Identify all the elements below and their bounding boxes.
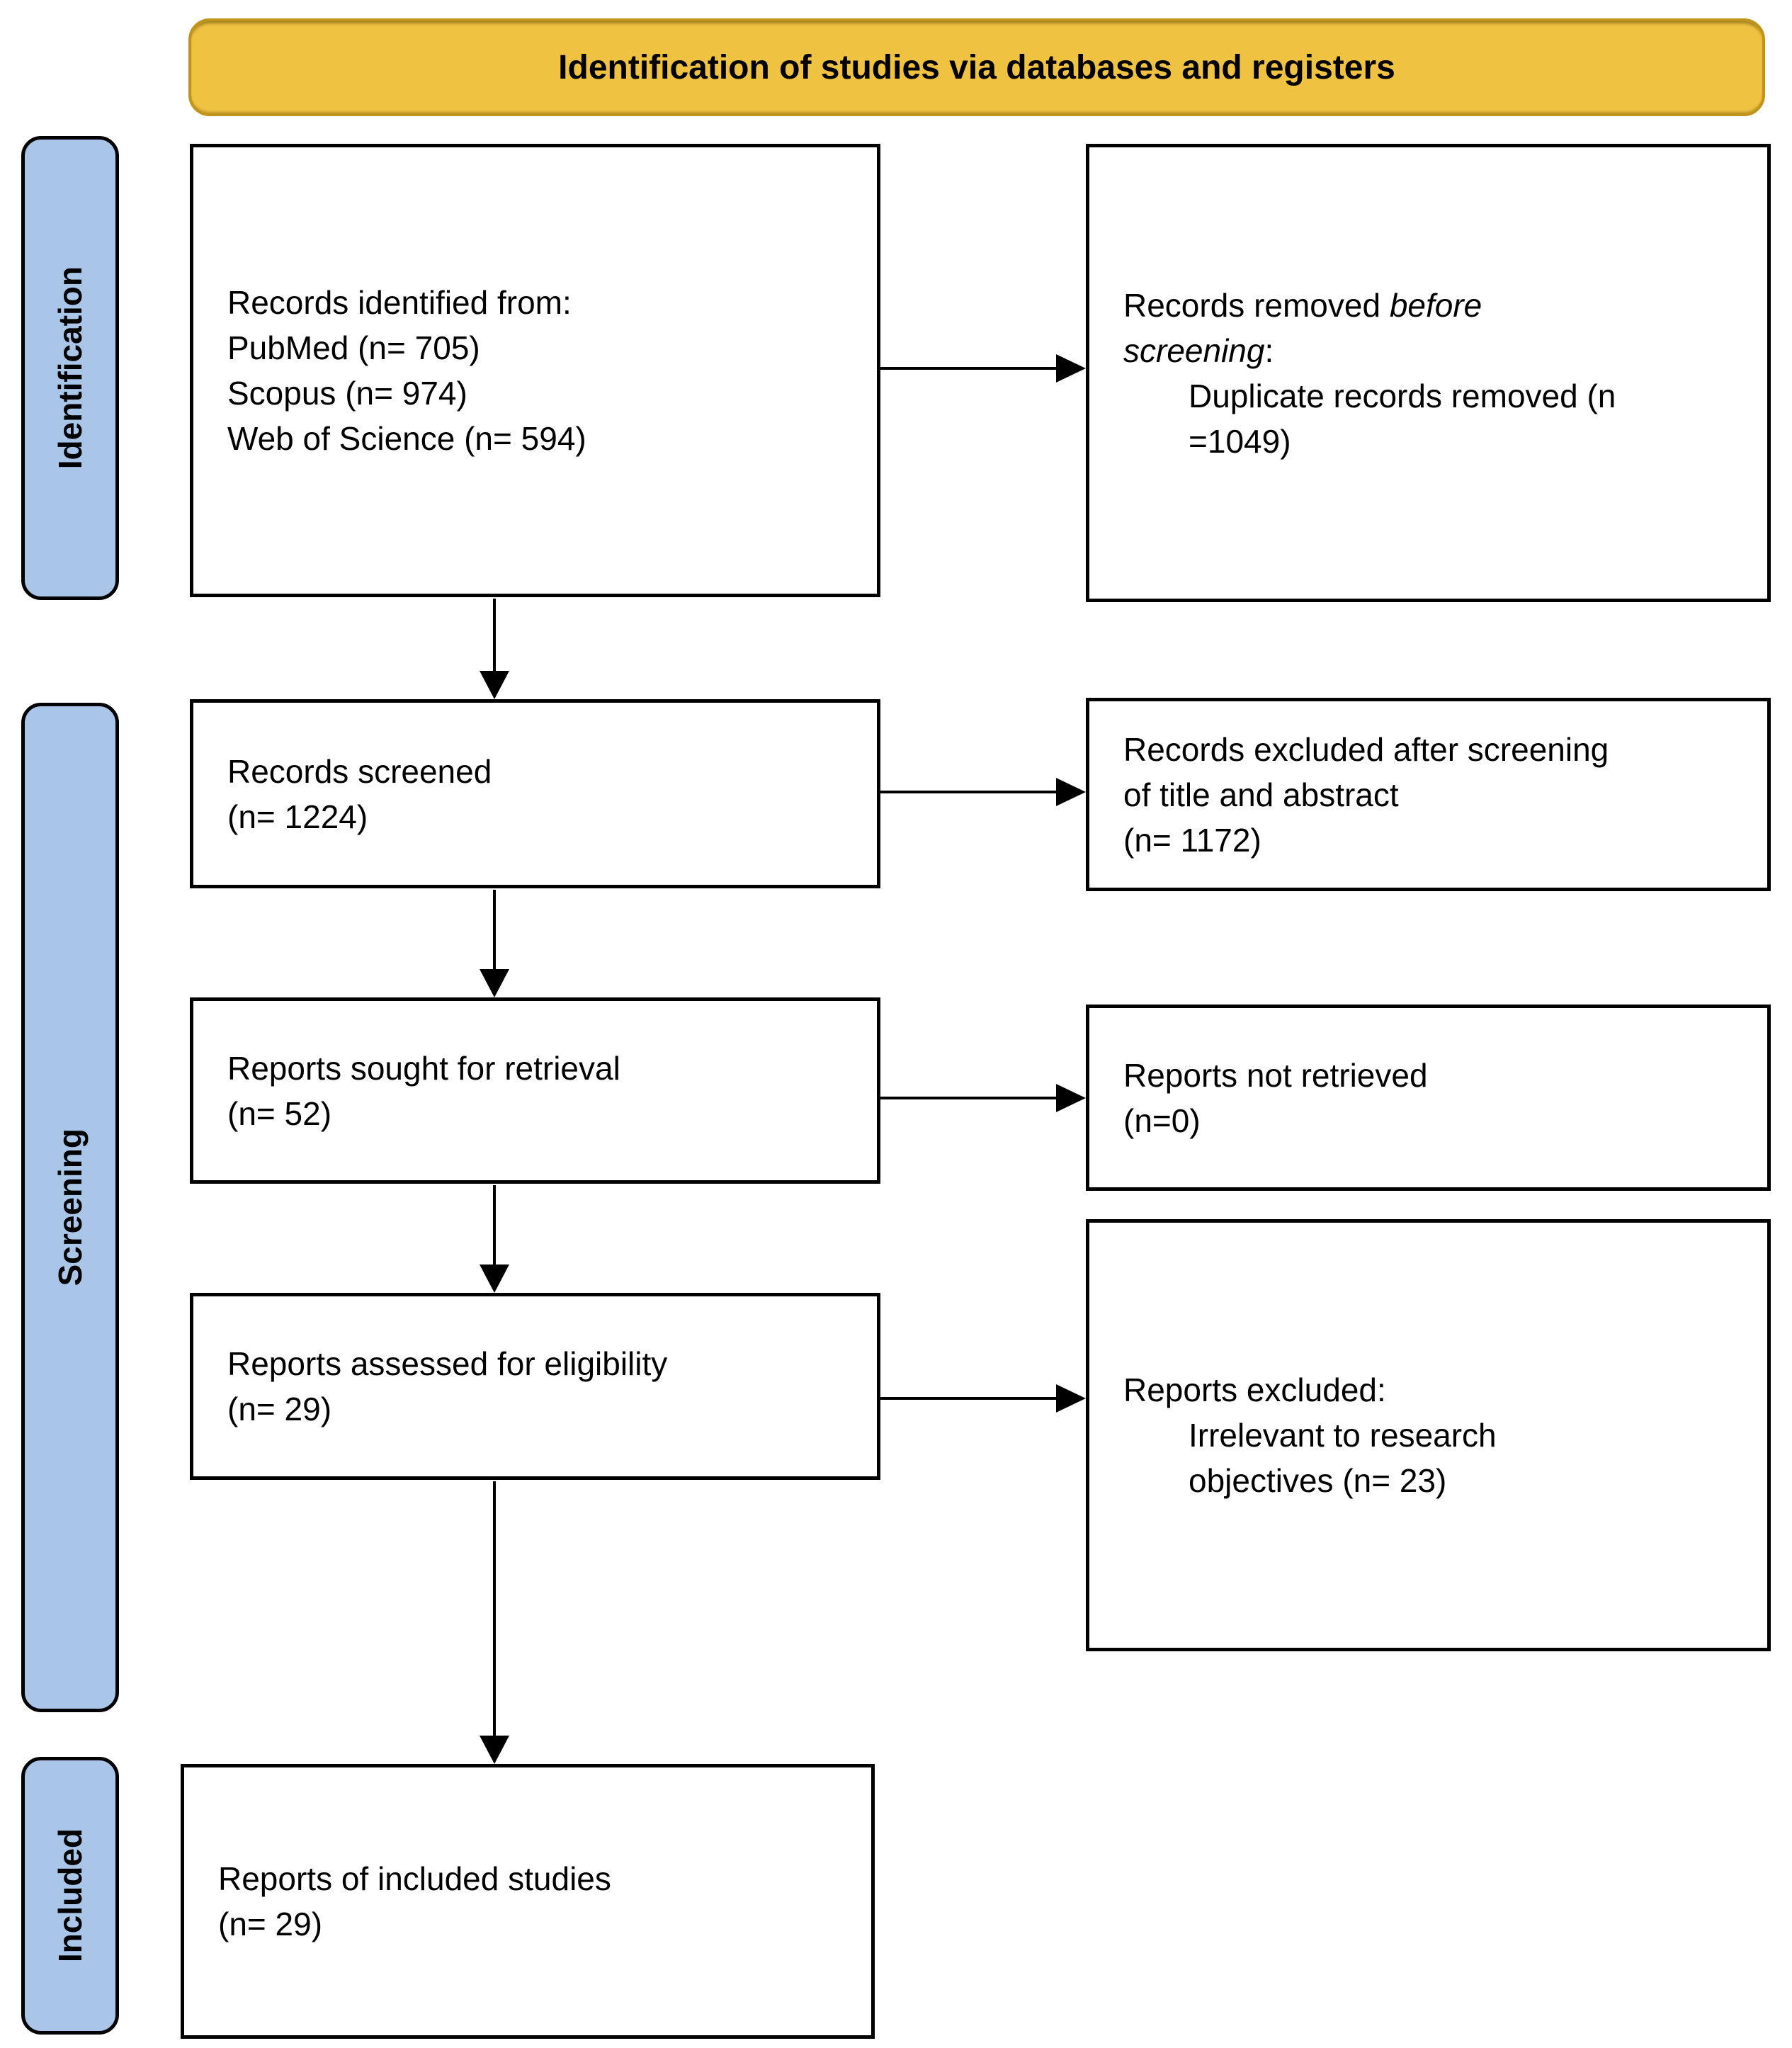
text-line: (n= 52) bbox=[227, 1094, 332, 1132]
text-line: Records removed before bbox=[1123, 283, 1747, 328]
box-records-identified: Records identified from: PubMed (n= 705)… bbox=[190, 144, 880, 597]
text-line: (n= 29) bbox=[227, 1391, 332, 1427]
text-line: Records excluded after screening bbox=[1123, 730, 1609, 768]
box-reports-included: Reports of included studies (n= 29) bbox=[181, 1764, 875, 2039]
text-line: of title and abstract bbox=[1123, 776, 1399, 813]
box-records-removed: Records removed before screening: Duplic… bbox=[1086, 144, 1771, 602]
stage-label-included: Included bbox=[21, 1757, 119, 2035]
text-line: Scopus (n= 974) bbox=[227, 375, 467, 412]
arrow-right-head-icon bbox=[1056, 354, 1086, 383]
text-line: Records screened bbox=[227, 752, 492, 790]
arrow-right-head-icon bbox=[1056, 1384, 1086, 1413]
text-line: Irrelevant to research bbox=[1189, 1417, 1497, 1454]
text-line: Duplicate records removed (n bbox=[1189, 377, 1616, 414]
text-line: (n= 1224) bbox=[227, 798, 368, 835]
banner: Identification of studies via databases … bbox=[188, 18, 1765, 116]
arrow-assessed-to-included-line bbox=[493, 1481, 496, 1736]
stage-label-included-text: Included bbox=[52, 1828, 89, 1963]
arrow-identified-to-screened-line bbox=[493, 599, 496, 672]
text-line: =1049) bbox=[1189, 422, 1291, 460]
stage-label-screening-text: Screening bbox=[52, 1128, 89, 1286]
box-reports-assessed: Reports assessed for eligibility (n= 29) bbox=[190, 1293, 880, 1480]
text-segment: Records removed bbox=[1123, 286, 1390, 324]
text-line: Records identified from: bbox=[227, 284, 572, 321]
stage-label-identification-text: Identification bbox=[52, 266, 89, 470]
text-line: (n=0) bbox=[1123, 1102, 1201, 1139]
text-line: screening: bbox=[1123, 328, 1747, 373]
arrow-right-head-icon bbox=[1056, 1084, 1086, 1112]
text-line: Reports excluded: bbox=[1123, 1371, 1386, 1408]
text-segment-italic: before bbox=[1389, 286, 1482, 324]
box-records-excluded-screening: Records excluded after screening of titl… bbox=[1086, 698, 1771, 891]
arrow-assessed-to-excluded-line bbox=[880, 1397, 1057, 1400]
arrow-identified-to-removed-line bbox=[880, 367, 1057, 370]
text-line: Reports sought for retrieval bbox=[227, 1049, 620, 1087]
text-line: Reports of included studies bbox=[218, 1860, 611, 1897]
text-line: objectives (n= 23) bbox=[1189, 1462, 1447, 1499]
text-line: Reports assessed for eligibility bbox=[227, 1345, 668, 1382]
box-reports-sought: Reports sought for retrieval (n= 52) bbox=[190, 997, 880, 1184]
text-line: PubMed (n= 705) bbox=[227, 329, 480, 366]
arrow-right-head-icon bbox=[1056, 778, 1086, 806]
arrow-sought-to-not-retrieved-line bbox=[880, 1097, 1057, 1099]
box-reports-excluded-eligibility: Reports excluded: Irrelevant to research… bbox=[1086, 1219, 1771, 1651]
arrow-down-head-icon bbox=[480, 1736, 509, 1764]
box-records-screened: Records screened (n= 1224) bbox=[190, 699, 880, 888]
arrow-down-head-icon bbox=[480, 1265, 509, 1293]
arrow-screened-to-sought-line bbox=[493, 890, 496, 969]
text-line: Web of Science (n= 594) bbox=[227, 420, 586, 457]
stage-label-identification: Identification bbox=[21, 136, 119, 600]
text-line: (n= 29) bbox=[218, 1906, 323, 1942]
text-segment: : bbox=[1264, 332, 1274, 369]
stage-label-screening: Screening bbox=[21, 703, 119, 1712]
text-segment-italic: screening bbox=[1123, 332, 1265, 369]
arrow-sought-to-assessed-line bbox=[493, 1185, 496, 1265]
banner-title: Identification of studies via databases … bbox=[558, 48, 1395, 86]
text-line: (n= 1172) bbox=[1123, 821, 1261, 859]
box-reports-not-retrieved: Reports not retrieved (n=0) bbox=[1086, 1005, 1771, 1191]
arrow-screened-to-excluded-line bbox=[880, 791, 1057, 793]
arrow-down-head-icon bbox=[480, 969, 509, 997]
arrow-down-head-icon bbox=[480, 671, 509, 699]
text-line: Reports not retrieved bbox=[1123, 1056, 1428, 1094]
